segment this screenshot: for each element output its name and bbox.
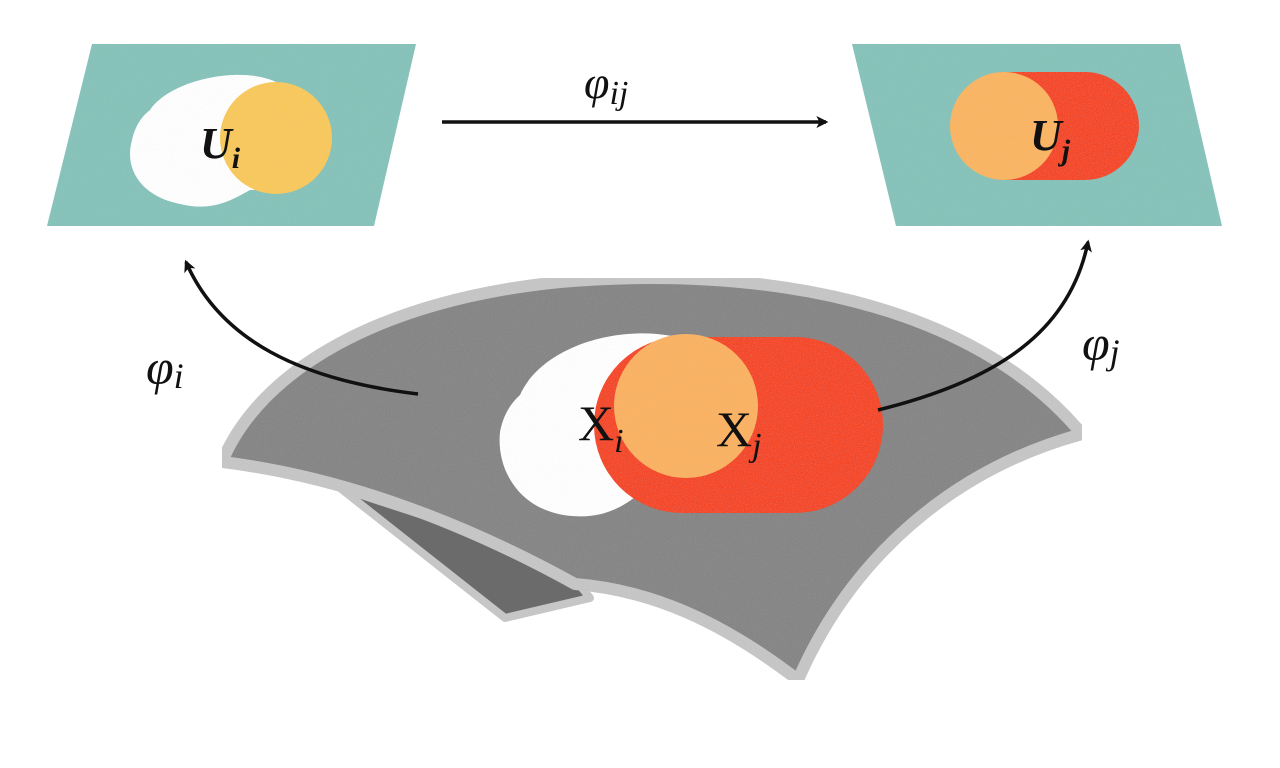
chart-right-label: Uj bbox=[1030, 111, 1071, 167]
manifold-overlap bbox=[614, 334, 758, 478]
chart-right-overlap bbox=[950, 72, 1058, 180]
chart-map-right: φj bbox=[877, 239, 1120, 412]
transition-label: φij bbox=[584, 57, 628, 112]
chart-left-label: Ui bbox=[200, 119, 241, 175]
transition-map: φij bbox=[442, 57, 829, 128]
chart-map-left-label: φi bbox=[146, 339, 184, 396]
manifold: Xi Xj bbox=[216, 272, 1088, 686]
manifold-label-left: Xi bbox=[578, 395, 624, 460]
chart-right: Uj bbox=[852, 44, 1222, 226]
manifold-label-right: Xj bbox=[716, 401, 762, 464]
chart-left-overlap bbox=[220, 82, 332, 194]
chart-map-left: φi bbox=[146, 259, 419, 396]
chart-left: Ui bbox=[47, 44, 416, 226]
chart-map-right-arrow bbox=[877, 239, 1092, 412]
chart-map-left-arrow bbox=[184, 259, 419, 396]
chart-map-right-label: φj bbox=[1082, 315, 1120, 372]
